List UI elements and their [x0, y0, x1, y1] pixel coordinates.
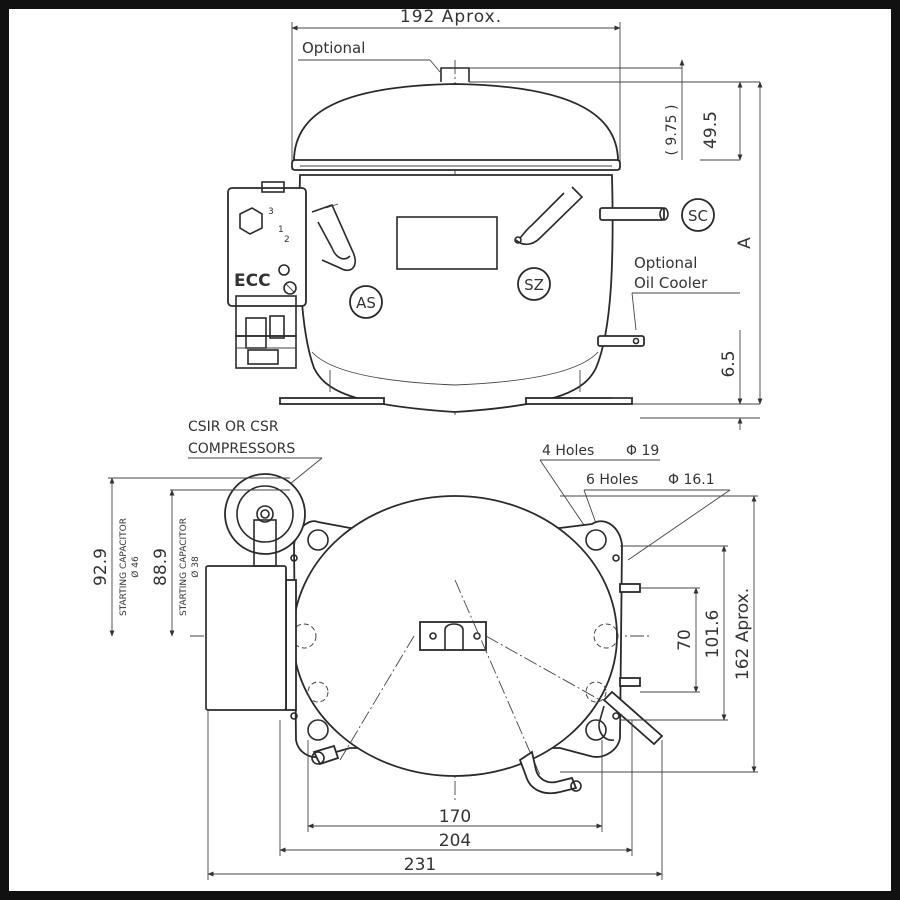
badge-sc: SC — [688, 207, 708, 225]
csir-label-line2: COMPRESSORS — [188, 441, 295, 457]
dim-49-5-label: 49.5 — [701, 111, 721, 149]
dim-A-label: A — [735, 237, 755, 249]
terminal-2-label: 2 — [284, 235, 290, 245]
dim-204-label: 204 — [439, 831, 471, 851]
dim-70-label: 70 — [675, 629, 695, 651]
cap1-diameter: Ø 46 — [130, 556, 141, 578]
width-192-label: 192 Aprox. — [400, 7, 502, 27]
dim-88-9-label: 88.9 — [151, 548, 171, 586]
terminal-1-label: 1 — [278, 225, 284, 235]
badge-as: AS — [356, 294, 376, 312]
electrical-box: 3 1 2 ECC — [227, 181, 307, 369]
dim-9-75-label: ( 9.75 ) — [664, 105, 680, 156]
oil-cooler-label: Oil Cooler — [634, 274, 708, 292]
plan-view: CSIR OR CSR COMPRESSORS 4 Holes Φ 19 6 H… — [91, 419, 758, 880]
dim-162-label: 162 Aprox. — [733, 588, 753, 680]
holes-4-diameter: Φ 19 — [626, 443, 659, 459]
mounting-holes — [290, 529, 620, 741]
optional-oil-label: Optional — [634, 254, 697, 272]
optional-top-label: Optional — [302, 39, 365, 57]
cap2-diameter: Ø 38 — [190, 556, 201, 578]
ecc-label: ECC — [234, 271, 271, 291]
elevation-view: 192 Aprox. Optional AS — [227, 7, 763, 430]
dim-6-5-label: 6.5 — [719, 350, 739, 377]
cap1-label: STARTING CAPACITOR — [119, 518, 129, 616]
dim-170-label: 170 — [439, 807, 471, 827]
dim-92-9-label: 92.9 — [91, 548, 111, 586]
terminal-3-label: 3 — [268, 207, 274, 217]
holes-6-label: 6 Holes — [586, 472, 638, 488]
holes-4-label: 4 Holes — [542, 443, 594, 459]
holes-6-diameter: Φ 16.1 — [668, 472, 715, 488]
dim-101-6-label: 101.6 — [703, 610, 723, 659]
csir-label-line1: CSIR OR CSR — [188, 419, 279, 435]
badge-sz: SZ — [524, 276, 544, 294]
cap2-label: STARTING CAPACITOR — [179, 518, 189, 616]
dim-231-label: 231 — [404, 855, 436, 875]
